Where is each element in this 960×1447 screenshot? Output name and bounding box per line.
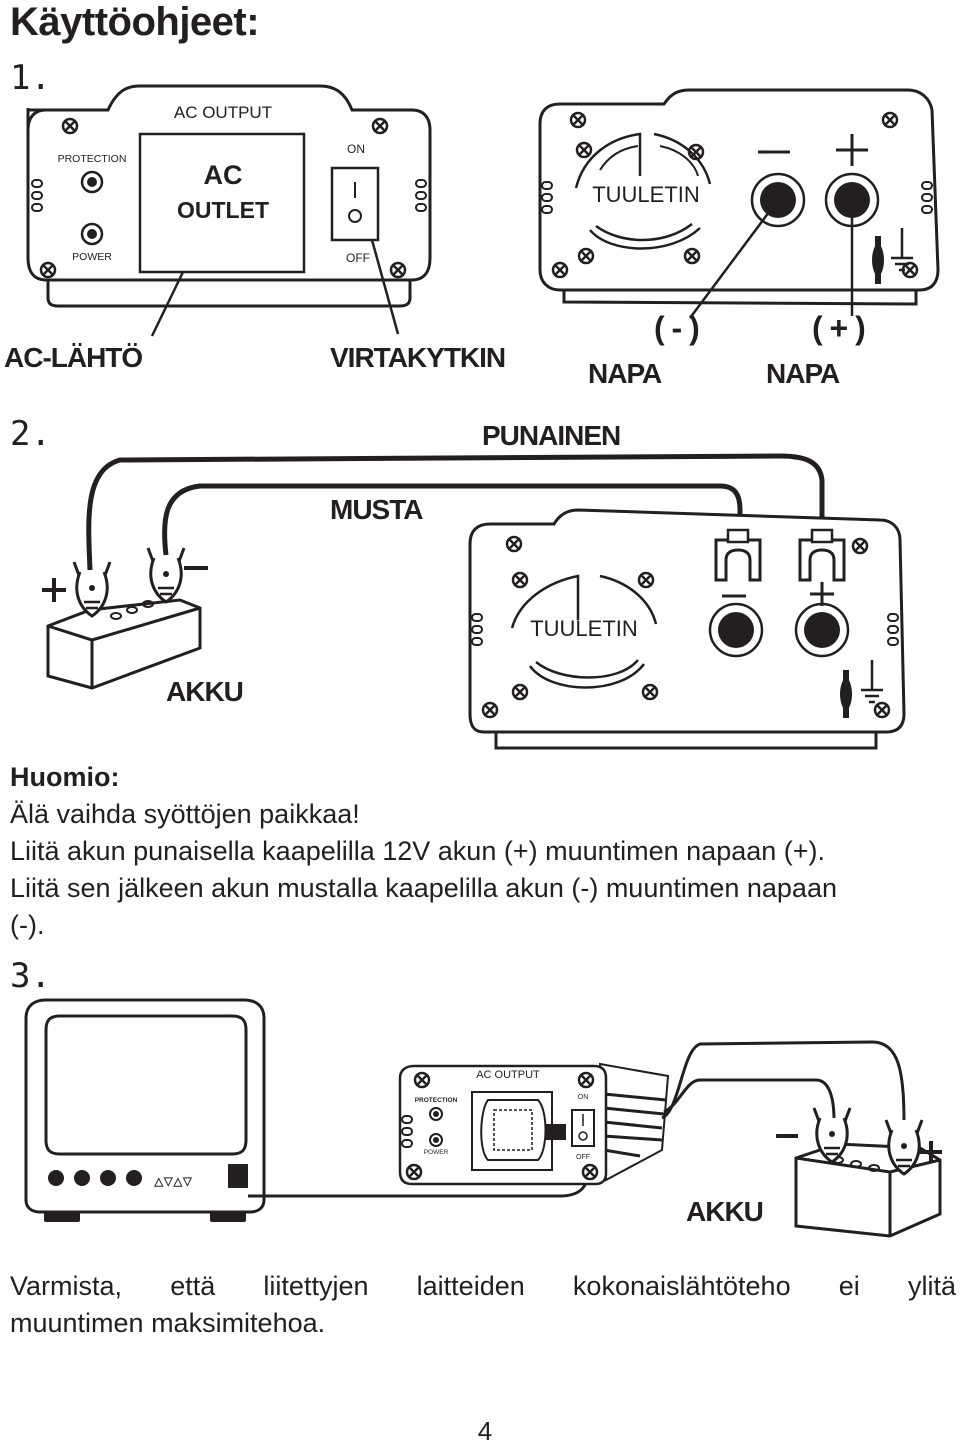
- on-label: ON: [347, 142, 365, 156]
- page-title: Käyttöohjeet:: [10, 0, 260, 44]
- note-line-1: Älä vaihda syöttöjen paikkaa!: [10, 799, 360, 829]
- step-2-number: 2.: [10, 414, 51, 454]
- battery-label-step3: AKKU: [686, 1196, 764, 1227]
- power-switch-callout: VIRTAKYTKIN: [330, 342, 506, 373]
- ac-output-callout: AC-LÄHTÖ: [4, 342, 143, 373]
- page-number: 4: [477, 1416, 493, 1446]
- footer-line-2: muuntimen maksimitehoa.: [10, 1308, 326, 1338]
- note-line-2: Liitä akun punaisella kaapelilla 12V aku…: [10, 836, 826, 866]
- power-label: POWER: [72, 251, 112, 263]
- outlet-line2: OUTLET: [177, 197, 269, 223]
- step-1-number: 1.: [10, 58, 51, 98]
- tv-controls: ▵▿▵▿: [154, 1171, 193, 1192]
- ac-output-label: AC OUTPUT: [174, 103, 272, 122]
- outlet-line1: AC: [204, 160, 243, 190]
- pos-terminal-label: NAPA: [766, 358, 840, 389]
- off-label-small: OFF: [576, 1154, 590, 1161]
- off-label: OFF: [346, 251, 370, 265]
- black-cable-label: MUSTA: [330, 494, 423, 525]
- note-line-4: (-).: [10, 910, 45, 940]
- protection-label-small: PROTECTION: [415, 1097, 458, 1104]
- battery-label-step2: AKKU: [166, 676, 244, 707]
- protection-label: PROTECTION: [58, 153, 127, 165]
- fan-label-step1: TUULETIN: [592, 182, 700, 207]
- rear-panel-diagram: [538, 88, 940, 319]
- footer-line-1: Varmista, että liitettyjen laitteiden ko…: [10, 1271, 956, 1301]
- neg-terminal-label: NAPA: [588, 358, 662, 389]
- power-label-small: POWER: [424, 1149, 449, 1156]
- front-panel-diagram: [26, 84, 432, 337]
- fan-label-step2: TUULETIN: [530, 616, 638, 641]
- usage-diagram: [24, 998, 942, 1238]
- battery-connection-diagram: [42, 453, 906, 750]
- pos-terminal-symbol: ( + ): [812, 310, 866, 346]
- step-3-number: 3.: [10, 956, 51, 996]
- red-cable-label: PUNAINEN: [482, 420, 621, 451]
- note-line-3: Liitä sen jälkeen akun mustalla kaapelil…: [10, 873, 837, 903]
- neg-terminal-symbol: ( - ): [654, 310, 700, 346]
- ac-output-label-small: AC OUTPUT: [476, 1069, 540, 1081]
- on-label-small: ON: [578, 1094, 589, 1101]
- note-heading: Huomio:: [10, 762, 120, 792]
